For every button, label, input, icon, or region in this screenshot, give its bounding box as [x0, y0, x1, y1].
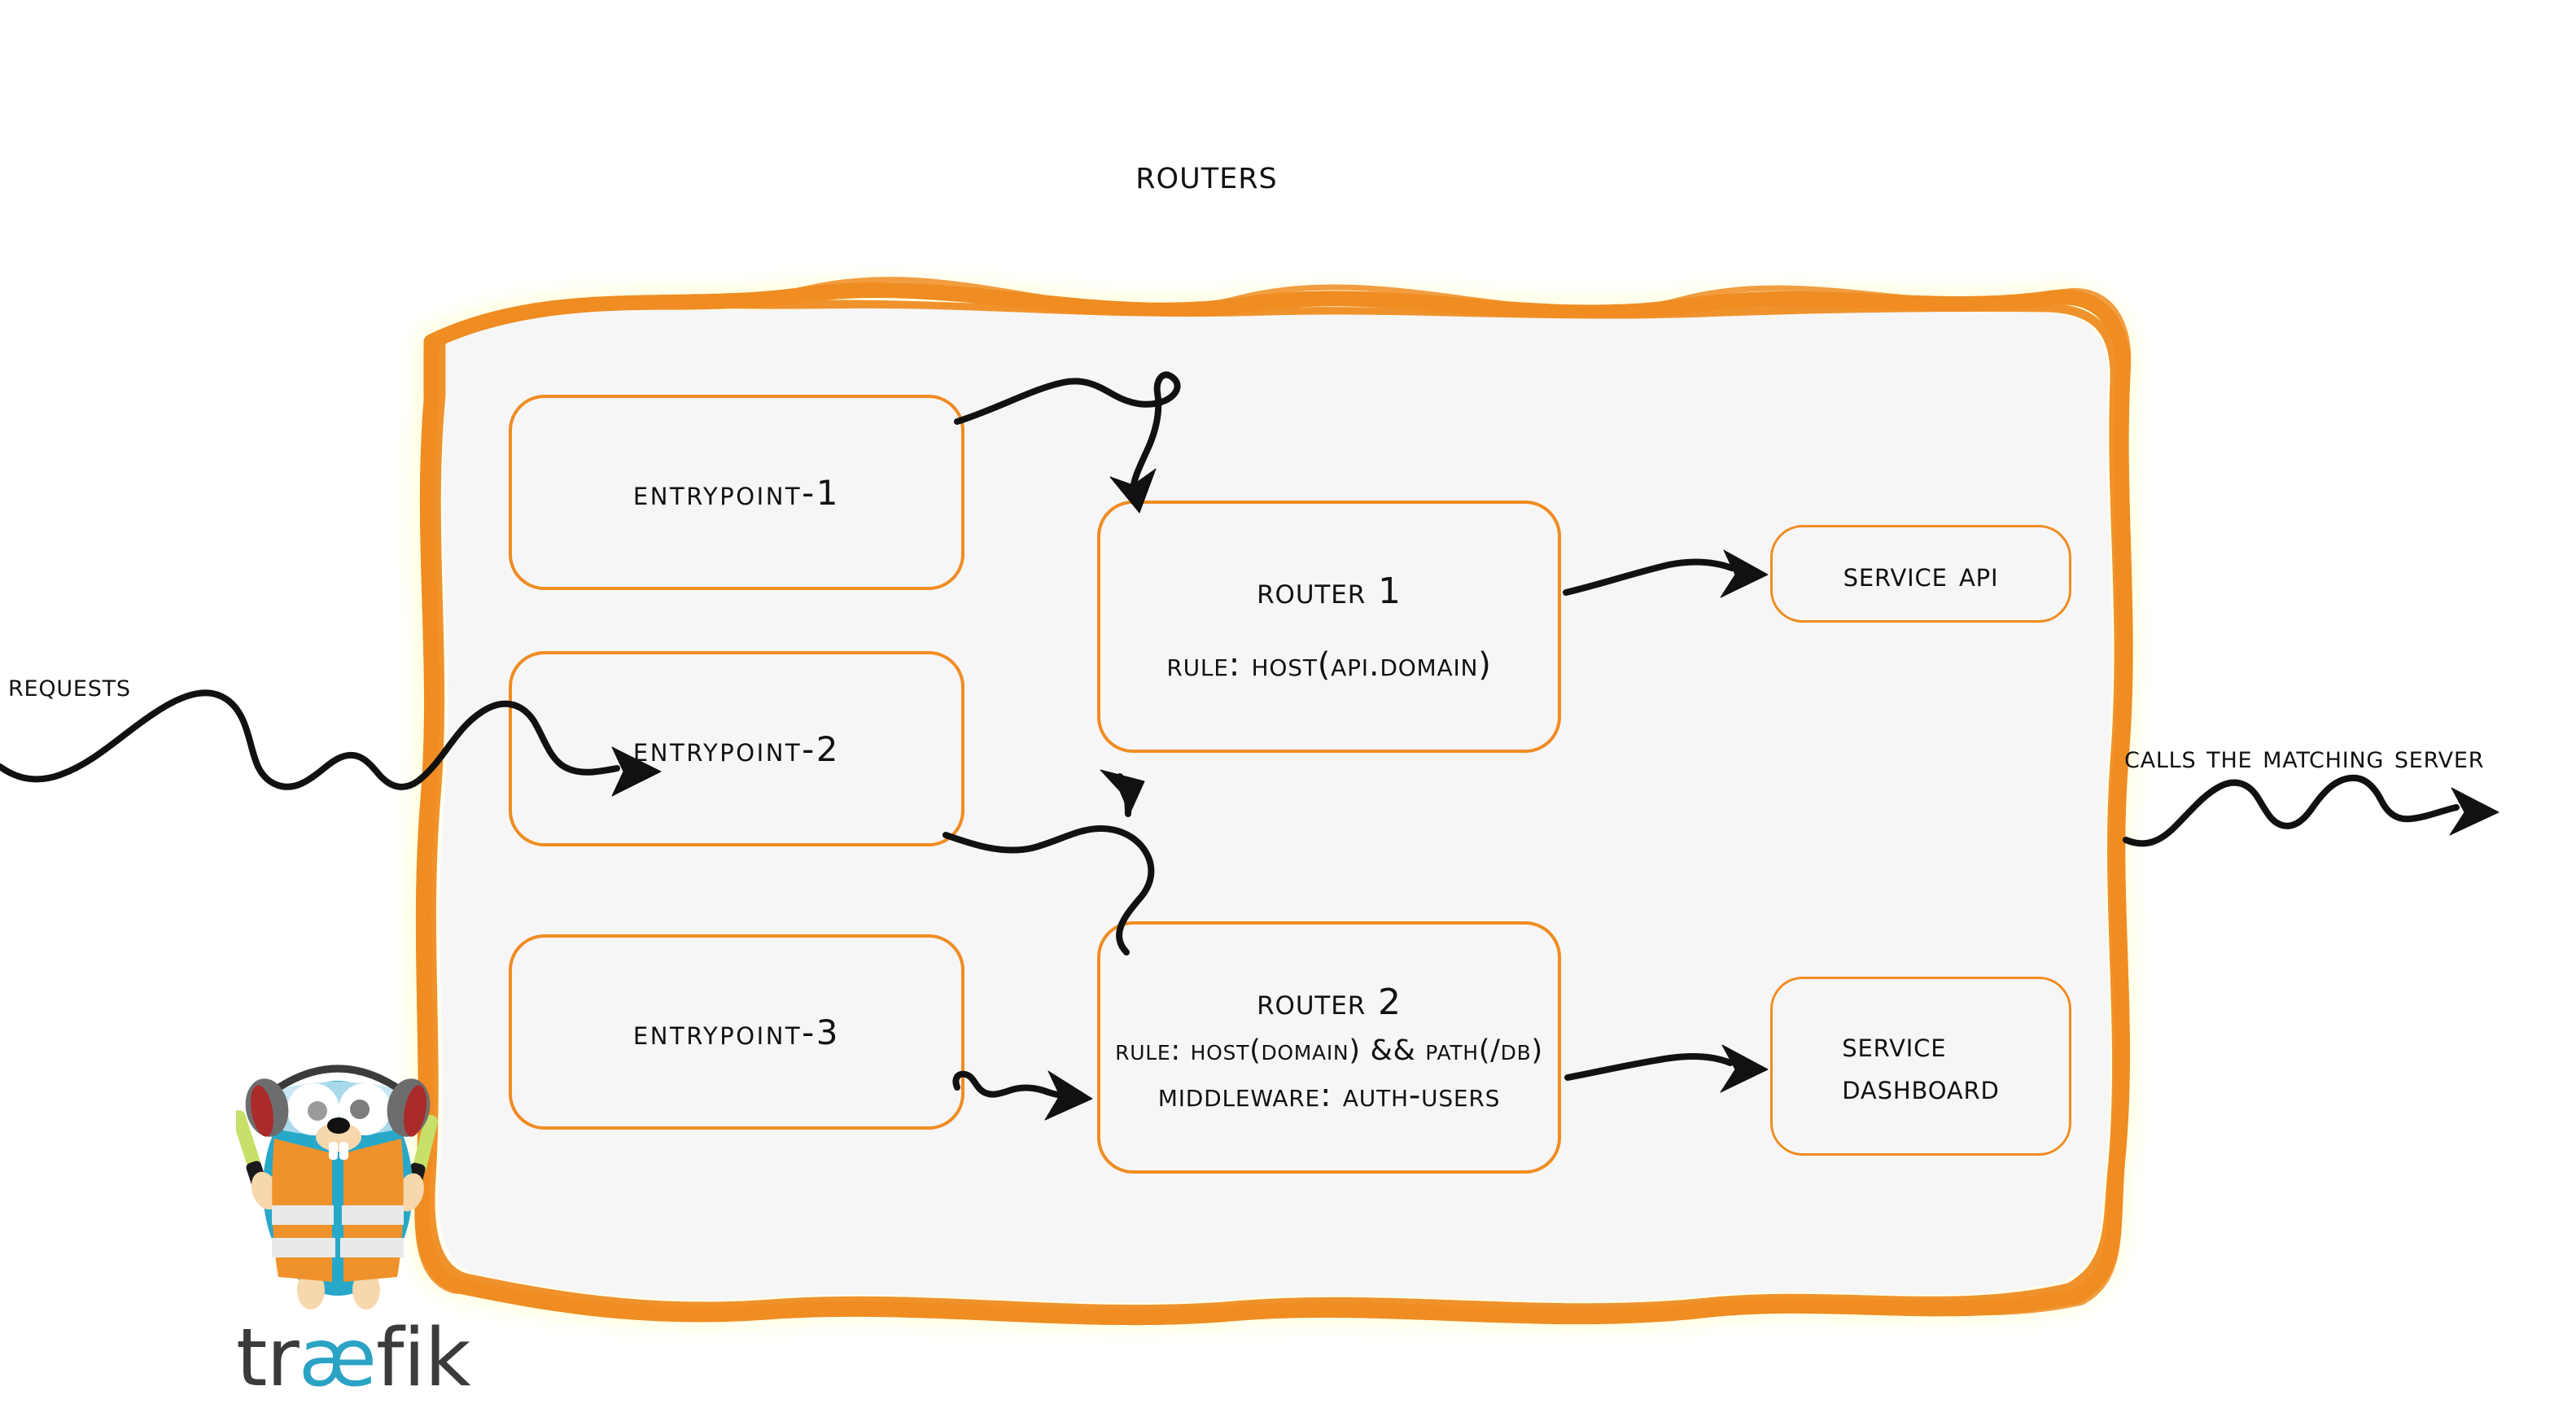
gopher-goggles: [283, 1082, 392, 1136]
service-dashboard-node[interactable]: Service Dashboard: [1770, 977, 2071, 1156]
gopher-snout: [316, 1122, 361, 1152]
wordmark-prefix: tr: [236, 1312, 300, 1405]
service-api-label: Service API: [1843, 553, 1999, 594]
router-1-rule: rule: Host(api.domain): [1166, 645, 1492, 684]
requests-label: Requests: [8, 667, 131, 703]
router-2-title: Router 2: [1257, 981, 1402, 1023]
router-2-middleware: Middleware: auth-users: [1157, 1076, 1501, 1114]
wordmark-suffix: fik: [376, 1312, 471, 1405]
calls-matching-server-label: Calls the matching server: [2124, 739, 2485, 775]
entrypoint-2-label: entrypoint-2: [632, 728, 841, 769]
entrypoint-2-node[interactable]: entrypoint-2: [509, 651, 964, 846]
service-dashboard-line-1: Service: [1842, 1024, 1947, 1065]
wordmark-ae-ligature: æ: [298, 1312, 377, 1405]
router-2-rule: rule: Host(domain) && Path(/db): [1115, 1034, 1543, 1067]
entrypoint-1-label: entrypoint-1: [632, 472, 841, 513]
page-title-text: Routers: [1135, 151, 1278, 198]
router-1-node[interactable]: Router 1 rule: Host(api.domain): [1097, 501, 1561, 753]
outbound-call-arrow: [2123, 774, 2499, 847]
safety-vest: [272, 1139, 404, 1282]
service-dashboard-line-2: Dashboard: [1842, 1067, 2000, 1107]
entrypoint-3-label: entrypoint-3: [632, 1012, 841, 1052]
page-title: Routers: [0, 151, 2576, 198]
router-2-node[interactable]: Router 2 rule: Host(domain) && Path(/db)…: [1097, 921, 1561, 1174]
router-1-title: Router 1: [1257, 570, 1402, 612]
gopher-tooth-left: [329, 1142, 338, 1160]
entrypoint-3-node[interactable]: entrypoint-3: [509, 934, 964, 1130]
entrypoint-1-node[interactable]: entrypoint-1: [509, 395, 964, 590]
gopher-tooth-right: [339, 1142, 348, 1160]
headphones-icon: [245, 1065, 431, 1137]
traefik-gopher-icon: [236, 1065, 438, 1310]
service-api-node[interactable]: Service API: [1770, 525, 2071, 623]
traefik-wordmark: træfik: [236, 1318, 471, 1398]
gopher-nose: [327, 1117, 350, 1134]
traefik-logo: træfik: [236, 1046, 472, 1408]
